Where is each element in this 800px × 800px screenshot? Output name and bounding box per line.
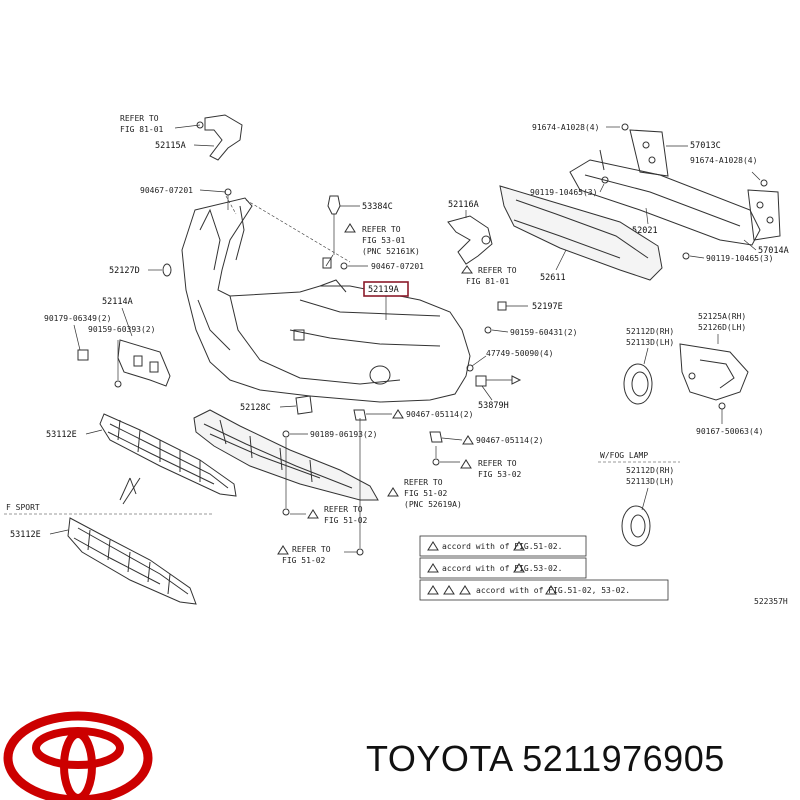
note-row-3: accord with of FIG.51-02, 53-02.	[476, 586, 630, 595]
figure-code: 522357H	[754, 597, 788, 606]
label-90467-07201-a: 90467-07201	[140, 186, 193, 195]
refer-label-e: REFER TO	[324, 505, 363, 514]
label-52114A: 52114A	[102, 297, 133, 307]
label-90119-10465-a: 90119-10465(3)	[530, 188, 597, 197]
label-57013C: 57013C	[690, 141, 721, 151]
fog-cover-upper	[623, 363, 653, 405]
refer-fig-81-01-b: FIG 81-01	[466, 277, 510, 286]
refer-label-c: REFER TO	[478, 459, 517, 468]
label-52112D-b: 52112D(RH)	[626, 466, 674, 475]
refer-label-d: REFER TO	[404, 478, 443, 487]
label-f-sport: F SPORT	[6, 503, 40, 512]
refer-fig-53-01: FIG 53-01	[362, 236, 406, 245]
bolt-icon	[601, 176, 609, 184]
refer-fig-51-02-c: FIG 51-02	[282, 556, 326, 565]
warning-icon	[277, 545, 289, 555]
refer-note-fig-81-01: REFER TO	[120, 114, 159, 123]
label-52128C: 52128C	[240, 403, 271, 413]
cap-52128C-icon	[295, 395, 313, 415]
front-bumper-cover	[181, 195, 471, 403]
label-90159-60431: 90159-60431(2)	[510, 328, 577, 337]
label-90189-06193: 90189-06193(2)	[310, 430, 377, 439]
note-row-1: accord with of FIG.51-02.	[442, 542, 562, 551]
label-52021: 52021	[632, 226, 658, 236]
refer-fig-81-01: FIG 81-01	[120, 125, 164, 134]
label-52116A: 52116A	[448, 200, 479, 210]
label-90167-50063: 90167-50063(4)	[696, 427, 763, 436]
label-w-fog-lamp: W/FOG LAMP	[600, 451, 648, 460]
screw-icon	[484, 326, 492, 334]
label-47749-50090: 47749-50090(4)	[486, 349, 553, 358]
label-90467-05114-a: 90467-05114(2)	[406, 410, 473, 419]
refer-pnc-52619A: (PNC 52619A)	[404, 500, 462, 509]
bracket-52116A: 52116A REFER TO FIG 81-01	[447, 200, 517, 286]
refer-label-a: REFER TO	[362, 225, 401, 234]
refer-label-b: REFER TO	[478, 266, 517, 275]
refer-label-f: REFER TO	[292, 545, 331, 554]
label-90159-60393: 90159-60393(2)	[88, 325, 155, 334]
clip-icon	[353, 409, 367, 421]
label-52115A: 52115A	[155, 141, 186, 151]
absorber-52611: 52611	[499, 185, 663, 283]
bracket-52115A: REFER TO FIG 81-01 52115A	[120, 114, 243, 161]
warning-icon	[392, 409, 404, 419]
bolt-icon	[282, 430, 290, 438]
label-90179-06349: 90179-06349(2)	[44, 314, 111, 323]
label-52127D: 52127D	[109, 266, 140, 276]
label-53384C: 53384C	[362, 202, 393, 212]
label-90467-05114-b: 90467-05114(2)	[476, 436, 543, 445]
part-number-caption: TOYOTA 5211976905	[366, 738, 725, 779]
refer-pnc-52161K: (PNC 52161K)	[362, 247, 420, 256]
warning-icon	[387, 487, 399, 497]
warning-icon	[344, 223, 356, 233]
reinforcement-52021: 52021	[569, 129, 781, 246]
label-57014A: 57014A	[758, 246, 789, 256]
clip-icon	[429, 431, 443, 443]
toyota-logo	[3, 711, 153, 800]
label-52611: 52611	[540, 273, 566, 283]
clip-52197E-icon	[497, 301, 507, 311]
bolt-icon	[432, 458, 440, 466]
clip-icon	[322, 257, 332, 269]
refer-fig-51-02-a: FIG 51-02	[404, 489, 448, 498]
label-53112E-a: 53112E	[46, 430, 77, 440]
label-53112E-b: 53112E	[10, 530, 41, 540]
clip-icon	[466, 364, 474, 372]
bracket-52125A-52126D: 52125A(RH) 52126D(LH) 90167-50063(4)	[679, 312, 763, 436]
label-53879H: 53879H	[478, 401, 509, 411]
bolt-icon	[760, 179, 768, 187]
label-52113D-a: 52113D(LH)	[626, 338, 674, 347]
label-52197E: 52197E	[532, 302, 563, 312]
warning-icon	[461, 265, 473, 274]
label-52125A: 52125A(RH)	[698, 312, 746, 321]
grille-53112E-upper: 53112E	[46, 413, 237, 505]
bracket-53879H-icon	[475, 375, 487, 387]
bracket-52114A: 52114A 90179-06349(2) 90159-60393(2)	[44, 297, 171, 388]
notes-table: accord with of FIG.51-02. accord with of…	[419, 535, 669, 601]
label-91674-A1028-a: 91674-A1028(4)	[532, 123, 599, 132]
f-sport-section: F SPORT 53112E	[4, 503, 214, 605]
bolt-icon	[282, 508, 290, 516]
label-52126D: 52126D(LH)	[698, 323, 746, 332]
bolt-icon	[356, 548, 364, 556]
fog-lamp-section: W/FOG LAMP 52112D(RH) 52113D(LH)	[598, 451, 680, 547]
label-52112D-a: 52112D(RH)	[626, 327, 674, 336]
refer-fig-53-02: FIG 53-02	[478, 470, 522, 479]
bolt-icon	[682, 252, 690, 260]
refer-fig-51-02-b: FIG 51-02	[324, 516, 368, 525]
label-90119-10465-b: 90119-10465(3)	[706, 254, 773, 263]
emblem-53384C: 53384C	[327, 195, 393, 255]
label-90467-07201-b: 90467-07201	[371, 262, 424, 271]
warning-icon	[307, 509, 319, 519]
label-52113D-b: 52113D(LH)	[626, 477, 674, 486]
label-91674-A1028-b: 91674-A1028(4)	[690, 156, 757, 165]
cap-52127D-icon	[162, 263, 172, 277]
warning-icon	[460, 459, 472, 469]
clip-icon	[340, 262, 348, 270]
warning-icon	[462, 435, 474, 445]
note-row-2: accord with of FIG.53-02.	[442, 564, 562, 573]
label-52119A: 52119A	[368, 285, 399, 295]
bolt-icon	[621, 123, 629, 131]
